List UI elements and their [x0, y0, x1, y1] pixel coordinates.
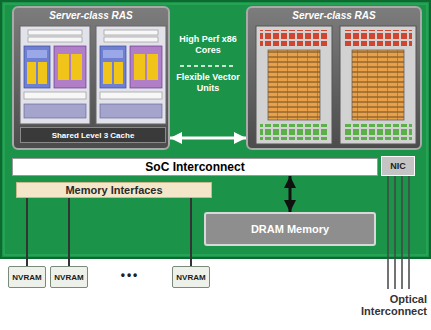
bus-arrow	[170, 137, 246, 140]
fp-unit	[130, 46, 162, 88]
optical-fiber	[394, 176, 396, 289]
fp-block	[134, 54, 145, 80]
lane-row	[344, 124, 412, 140]
alu-block	[114, 62, 123, 84]
cpu-panel: Server-class RAS Shared Level 3 Cache	[12, 6, 170, 150]
control-row	[344, 30, 412, 46]
fetch-unit	[28, 30, 82, 35]
nvram-box: NVRAM	[50, 266, 88, 288]
simd-outline	[340, 26, 416, 144]
core-outline	[96, 26, 166, 124]
box-label: NVRAM	[12, 273, 41, 282]
fp-block	[147, 54, 158, 80]
core-outline	[20, 26, 90, 124]
alu-block	[27, 62, 36, 84]
load-store-unit	[24, 92, 86, 99]
simd-tile	[256, 26, 332, 144]
core-label: High Perf x86 Cores	[172, 34, 244, 56]
dashed-separator	[180, 65, 236, 67]
register-array	[268, 50, 320, 120]
interconnect-bar: SoC Interconnect	[12, 158, 378, 176]
box-label: NVRAM	[54, 273, 83, 282]
core-tile	[96, 26, 166, 124]
fp-block	[58, 54, 69, 80]
ellipsis: •••	[100, 268, 160, 282]
bus-arrow	[289, 176, 292, 212]
fp-unit	[54, 46, 86, 88]
core-tile	[20, 26, 90, 124]
memory-channel	[68, 198, 70, 266]
panel-title: Server-class RAS	[292, 10, 375, 21]
green-frame	[4, 4, 427, 255]
alu-block	[103, 62, 112, 84]
simd-tile	[340, 26, 416, 144]
scheduler-block	[103, 50, 123, 58]
optical-fiber	[387, 176, 389, 289]
bar-label: SoC Interconnect	[145, 160, 244, 174]
panel-title: Server-class RAS	[49, 10, 132, 21]
control-row	[260, 30, 328, 46]
fetch-unit	[104, 30, 158, 35]
bar-label: Memory Interfaces	[65, 184, 162, 196]
green-ground	[1, 1, 430, 258]
cache-label: Shared Level 3 Cache	[52, 131, 135, 140]
memory-interface-bar: Memory Interfaces	[16, 182, 212, 198]
register-array	[352, 50, 404, 120]
optical-fiber	[408, 176, 410, 289]
integer-unit	[100, 46, 126, 88]
optical-label: Optical Interconnect	[327, 293, 427, 317]
nic-box: NIC	[381, 156, 415, 176]
vector-panel: Server-class RAS	[246, 6, 422, 150]
decode-unit	[104, 37, 158, 42]
vector-label: Flexible Vector Units	[172, 72, 244, 94]
lane-row	[260, 124, 328, 140]
dram-box: DRAM Memory	[204, 212, 376, 246]
l2-cache	[24, 104, 86, 118]
fp-block	[71, 54, 82, 80]
integer-unit	[24, 46, 50, 88]
alu-block	[38, 62, 47, 84]
optical-fiber	[401, 176, 403, 289]
scheduler-block	[27, 50, 47, 58]
nvram-box: NVRAM	[172, 266, 210, 288]
nvram-box: NVRAM	[8, 266, 46, 288]
l2-cache	[100, 104, 162, 118]
simd-outline	[256, 26, 332, 144]
load-store-unit	[100, 92, 162, 99]
memory-channel	[26, 198, 28, 266]
decode-unit	[28, 37, 82, 42]
memory-channel	[190, 198, 192, 266]
cache-band: Shared Level 3 Cache	[20, 127, 166, 143]
vector-unit-illustration	[248, 8, 424, 152]
box-label: NIC	[390, 161, 406, 171]
box-label: NVRAM	[176, 273, 205, 282]
box-label: DRAM Memory	[251, 223, 329, 235]
